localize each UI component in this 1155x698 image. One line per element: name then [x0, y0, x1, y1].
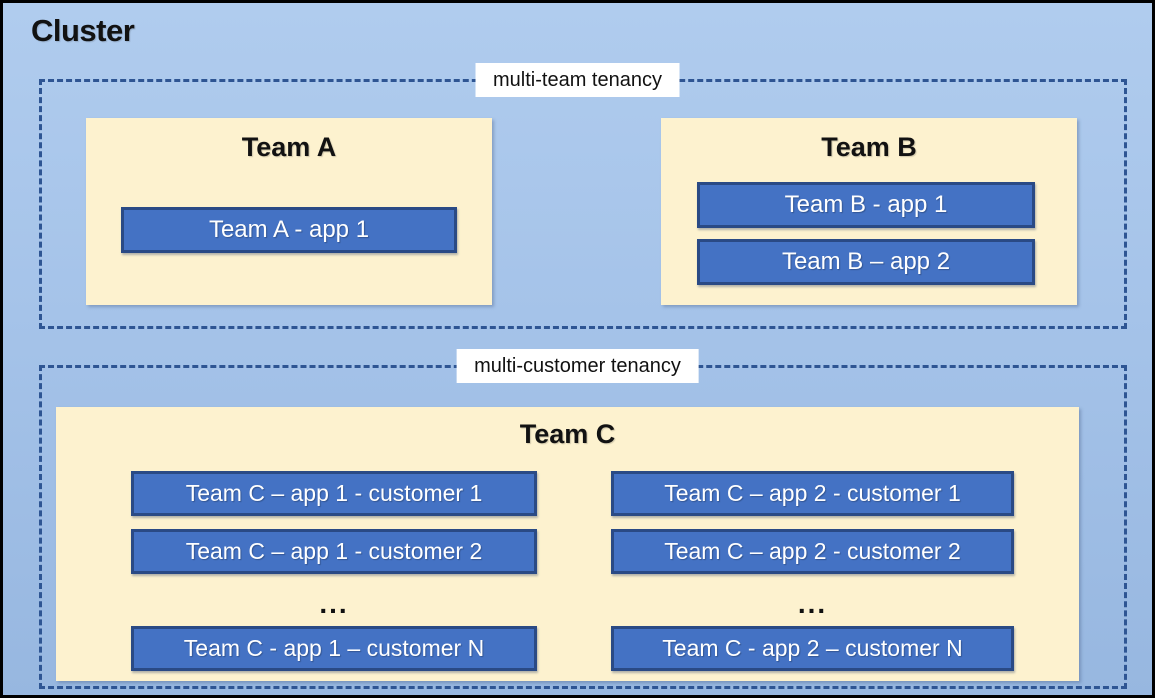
team-a-panel: Team A Team A - app 1 — [86, 118, 492, 305]
team-c-app-2-column: Team C – app 2 - customer 1 Team C – app… — [611, 471, 1014, 671]
team-b-app-1-box: Team B - app 1 — [697, 182, 1035, 228]
team-c-app2-customer2-box: Team C – app 2 - customer 2 — [611, 529, 1014, 574]
team-b-panel: Team B Team B - app 1 Team B – app 2 — [661, 118, 1077, 305]
team-c-app1-customerN-box: Team C - app 1 – customer N — [131, 626, 537, 671]
team-c-app-1-column: Team C – app 1 - customer 1 Team C – app… — [131, 471, 537, 671]
team-b-app-2-box: Team B – app 2 — [697, 239, 1035, 285]
team-a-app-1-box: Team A - app 1 — [121, 207, 457, 253]
team-c-app1-customer2-box: Team C – app 1 - customer 2 — [131, 529, 537, 574]
team-c-app2-ellipsis: ... — [797, 588, 828, 619]
team-c-app2-customerN-box: Team C - app 2 – customer N — [611, 626, 1014, 671]
team-c-title: Team C — [519, 419, 616, 449]
team-c-panel: Team C Team C – app 1 - customer 1 Team … — [56, 407, 1079, 681]
team-c-app1-customer1-box: Team C – app 1 - customer 1 — [131, 471, 537, 516]
team-a-title: Team A — [241, 132, 337, 162]
multi-team-tenancy-label: multi-team tenancy — [475, 63, 680, 97]
team-c-app2-customer1-box: Team C – app 2 - customer 1 — [611, 471, 1014, 516]
team-c-app1-ellipsis: ... — [319, 588, 349, 619]
team-b-title: Team B — [821, 132, 917, 162]
multi-customer-tenancy-label: multi-customer tenancy — [456, 349, 699, 383]
cluster-title: Cluster — [31, 13, 135, 48]
